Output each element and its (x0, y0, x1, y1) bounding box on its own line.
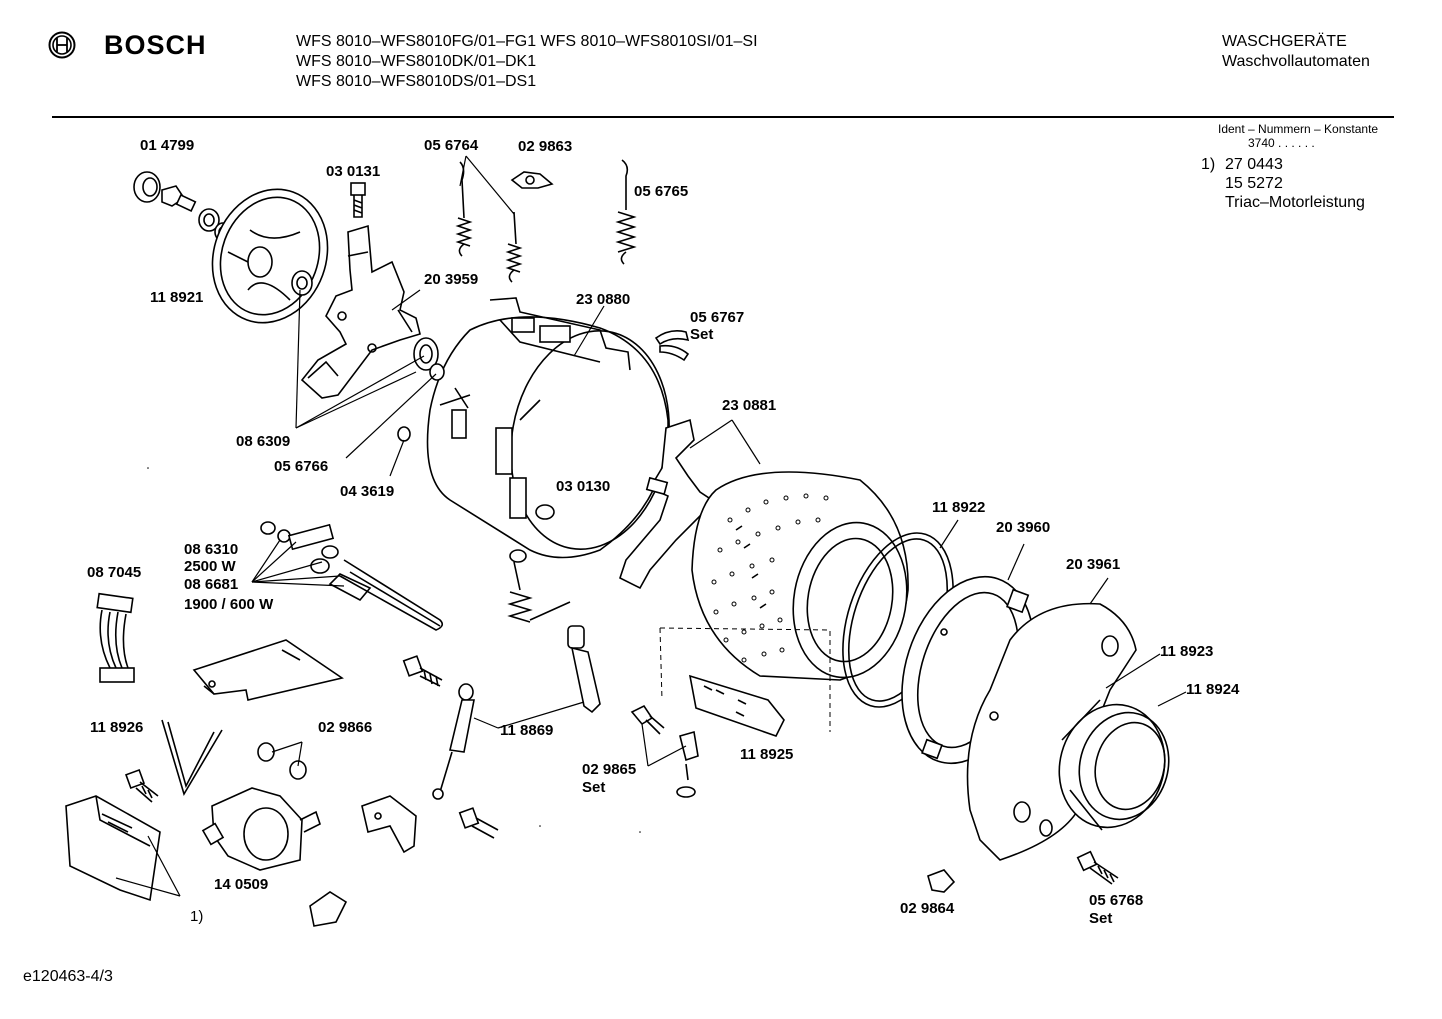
part-label: 02 9863 (518, 138, 572, 155)
part-label: 03 0130 (556, 478, 610, 495)
hex-bolt-part-icon (458, 807, 499, 839)
cable-harness-part-icon (96, 592, 135, 683)
footnote-line: Triac–Motorleistung (1225, 194, 1365, 211)
screw-set-part-icon (630, 704, 699, 798)
part-label: 08 7045 (87, 564, 141, 581)
bracket-plate-part-icon (192, 639, 344, 701)
part-label: 23 0881 (722, 397, 776, 414)
drive-belt-part-icon (161, 719, 223, 796)
part-label: 11 8869 (500, 722, 553, 739)
ident-block: Ident – Nummern – Konstante 3740 . . . .… (1218, 122, 1378, 150)
part-label: 02 9864 (900, 900, 955, 917)
part-label: 20 3959 (424, 271, 478, 288)
part-label: 11 8922 (932, 499, 985, 516)
drum-spider-part-icon (619, 418, 714, 590)
shock-absorber-part-icon (432, 625, 601, 800)
part-label: 20 3961 (1066, 556, 1120, 573)
part-label: 02 9866 (318, 719, 372, 736)
control-module-part-icon (65, 795, 161, 902)
footnote-line: 15 5272 (1225, 175, 1283, 192)
part-label: 11 8923 (1160, 643, 1213, 660)
drawing-number: e120463-4/3 (23, 968, 113, 985)
drum-part-icon (691, 471, 909, 681)
seal-set-part-icon (654, 330, 690, 362)
fixing-screw-part-icon (1076, 850, 1119, 885)
part-label: 03 0131 (326, 163, 380, 180)
motor-screw-part-icon (125, 769, 159, 803)
bolt-part-icon (402, 655, 443, 687)
drain-spring-part-icon (507, 549, 571, 623)
category: WASCHGERÄTE Waschvollautomaten (1222, 32, 1370, 72)
part-label: 11 8926 (90, 719, 143, 736)
part-label: 11 8925 (740, 746, 793, 763)
part-label: 05 6764 (424, 137, 479, 154)
part-label: Set (582, 779, 605, 796)
leader-dots (147, 467, 641, 833)
part-label: 1900 / 600 W (184, 596, 274, 613)
model-line: WFS 8010–WFS8010DS/01–DS1 (296, 73, 537, 90)
spring-part-icon (455, 161, 523, 283)
footnote-block: 1) 27 0443 15 5272 Triac–Motorleistung (1201, 155, 1365, 212)
part-label: 14 0509 (214, 876, 268, 893)
heating-element-part-icon (260, 521, 444, 631)
motor-bracket-part-icon (361, 795, 417, 854)
motor-part-icon (201, 787, 321, 871)
leader-lines (115, 155, 1187, 897)
bosch-logo-icon (48, 31, 76, 59)
part-label: 05 6768 (1089, 892, 1143, 909)
sleeve-part-icon (133, 171, 161, 203)
ball-bearing-part-icon (413, 337, 439, 371)
footnote-line: 27 0443 (1225, 156, 1283, 173)
part-label: 11 8921 (150, 289, 203, 306)
pulley-part-icon (211, 188, 329, 324)
category-title: WASCHGERÄTE (1222, 33, 1347, 50)
part-label: 08 6681 (184, 576, 238, 593)
part-label: 08 6309 (236, 433, 290, 450)
part-label: 11 8924 (1186, 681, 1240, 698)
tub-part-icon (426, 297, 670, 559)
clip-part-icon (510, 171, 554, 189)
brand-name: BOSCH (104, 30, 207, 60)
hinge-clip-part-icon (927, 869, 956, 893)
part-label: 01 4799 (140, 137, 194, 154)
part-label: 08 6310 (184, 541, 238, 558)
part-label: 1) (190, 908, 203, 925)
part-label: Set (690, 326, 713, 343)
model-line: WFS 8010–WFS8010DK/01–DK1 (296, 53, 537, 70)
part-label: 05 6766 (274, 458, 328, 475)
angle-bracket-part-icon (309, 891, 348, 927)
long-spring-part-icon (615, 159, 637, 265)
ident-value: 3740 . . . . . . (1248, 136, 1315, 150)
screw-part-icon (350, 182, 366, 218)
part-label: 2500 W (184, 558, 237, 575)
category-subtitle: Waschvollautomaten (1222, 53, 1370, 70)
header-divider (52, 116, 1394, 118)
part-label: 20 3960 (996, 519, 1050, 536)
part-label: Set (1089, 910, 1112, 927)
ident-title: Ident – Nummern – Konstante (1218, 122, 1379, 136)
door-seal-part-icon (1058, 699, 1170, 831)
part-label: 23 0880 (576, 291, 630, 308)
part-label: 04 3619 (340, 483, 394, 500)
part-label: 05 6767 (690, 309, 744, 326)
part-label: 02 9865 (582, 761, 636, 778)
rubber-bushing-part-icon (257, 742, 307, 780)
footnote: 1) 27 0443 15 5272 Triac–Motorleistung (1201, 155, 1365, 212)
model-list: WFS 8010–WFS8010FG/01–FG1 WFS 8010–WFS80… (296, 32, 758, 92)
model-line: WFS 8010–WFS8010FG/01–FG1 WFS 8010–WFS80… (296, 33, 758, 50)
footnote-key: 1) (1201, 156, 1216, 173)
part-label: 05 6765 (634, 183, 688, 200)
detergent-housing-part-icon (659, 627, 831, 737)
bearing-cross-part-icon (300, 224, 421, 399)
